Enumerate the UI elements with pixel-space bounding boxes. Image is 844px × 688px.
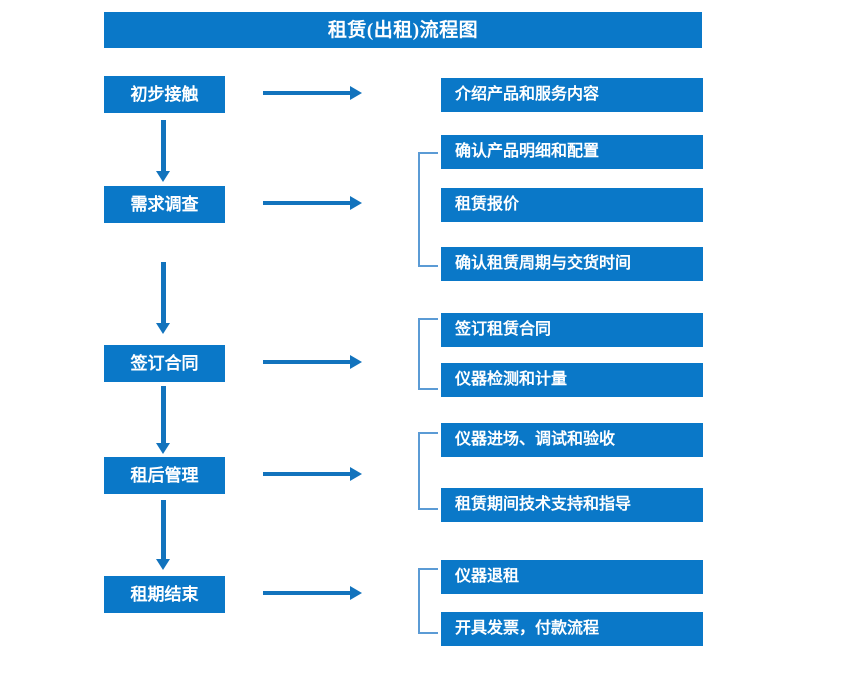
arrow-shaft [161, 262, 166, 323]
arrow-head [156, 443, 170, 454]
arrow-head [350, 586, 362, 600]
arrow-head [156, 323, 170, 334]
stage-box-2[interactable]: 需求调查 [104, 186, 225, 223]
arrow-shaft [161, 120, 166, 171]
arrow-head [156, 559, 170, 570]
page-title: 租赁(出租)流程图 [327, 19, 479, 41]
arrow-shaft [161, 386, 166, 443]
group-bracket-icon-4 [418, 432, 438, 510]
detail-label-4-1: 仪器进场、调试和验收 [455, 431, 616, 448]
group-bracket-icon-5 [418, 568, 438, 634]
right-arrow-icon-3 [263, 355, 362, 369]
group-bracket-icon-3 [418, 318, 438, 390]
detail-label-1-1: 介绍产品和服务内容 [455, 86, 600, 103]
stage-label-3: 签订合同 [130, 354, 199, 373]
stage-box-5[interactable]: 租期结束 [104, 576, 225, 613]
arrow-shaft [263, 591, 351, 595]
detail-box-4-1[interactable]: 仪器进场、调试和验收 [441, 423, 703, 457]
detail-box-2-3[interactable]: 确认租赁周期与交货时间 [441, 247, 703, 281]
detail-label-5-1: 仪器退租 [455, 568, 520, 585]
detail-label-2-3: 确认租赁周期与交货时间 [455, 255, 632, 272]
right-arrow-icon-1 [263, 86, 362, 100]
detail-label-5-2: 开具发票，付款流程 [455, 620, 600, 637]
right-arrow-icon-2 [263, 196, 362, 210]
detail-box-3-1[interactable]: 签订租赁合同 [441, 313, 703, 347]
detail-box-2-1[interactable]: 确认产品明细和配置 [441, 135, 703, 169]
detail-box-5-1[interactable]: 仪器退租 [441, 560, 703, 594]
down-arrow-icon-3 [156, 386, 170, 454]
stage-label-5: 租期结束 [130, 585, 199, 604]
detail-box-3-2[interactable]: 仪器检测和计量 [441, 363, 703, 397]
right-arrow-icon-5 [263, 586, 362, 600]
detail-box-1-1[interactable]: 介绍产品和服务内容 [441, 78, 703, 112]
arrow-shaft [263, 472, 351, 476]
detail-label-3-2: 仪器检测和计量 [455, 371, 568, 388]
detail-label-3-1: 签订租赁合同 [455, 321, 552, 338]
arrow-head [156, 171, 170, 182]
detail-box-2-2[interactable]: 租赁报价 [441, 188, 703, 222]
arrow-head [350, 86, 362, 100]
stage-box-3[interactable]: 签订合同 [104, 345, 225, 382]
arrow-shaft [263, 91, 351, 95]
stage-box-4[interactable]: 租后管理 [104, 457, 225, 494]
detail-box-5-2[interactable]: 开具发票，付款流程 [441, 612, 703, 646]
down-arrow-icon-2 [156, 262, 170, 334]
arrow-head [350, 355, 362, 369]
arrow-shaft [263, 201, 351, 205]
stage-box-1[interactable]: 初步接触 [104, 76, 225, 113]
detail-box-4-2[interactable]: 租赁期间技术支持和指导 [441, 488, 703, 522]
detail-label-2-2: 租赁报价 [455, 196, 520, 213]
right-arrow-icon-4 [263, 467, 362, 481]
stage-label-4: 租后管理 [130, 466, 199, 485]
down-arrow-icon-4 [156, 500, 170, 570]
detail-label-2-1: 确认产品明细和配置 [455, 143, 600, 160]
arrow-head [350, 196, 362, 210]
group-bracket-icon-2 [418, 152, 438, 267]
arrow-head [350, 467, 362, 481]
stage-label-1: 初步接触 [130, 85, 199, 104]
arrow-shaft [263, 360, 351, 364]
detail-label-4-2: 租赁期间技术支持和指导 [455, 496, 632, 513]
down-arrow-icon-1 [156, 120, 170, 182]
arrow-shaft [161, 500, 166, 559]
flowchart-title-banner: 租赁(出租)流程图 [104, 12, 702, 48]
stage-label-2: 需求调查 [130, 195, 199, 214]
